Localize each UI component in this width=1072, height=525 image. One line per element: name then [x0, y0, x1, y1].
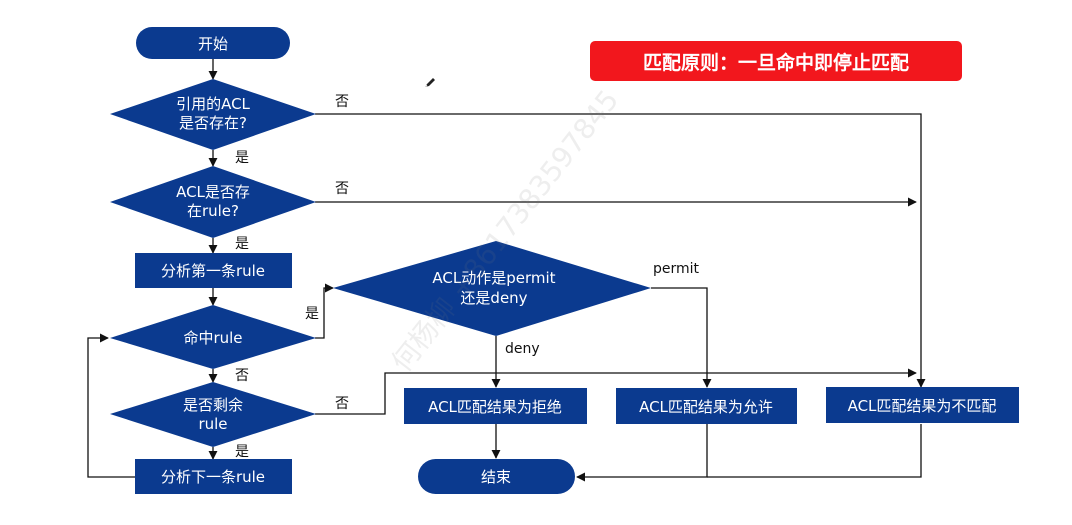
matching-rule-banner-text: 匹配原则：一旦命中即停止匹配: [642, 51, 909, 74]
label-hit-no: 否: [235, 368, 249, 384]
label-remain-yes: 是: [235, 444, 249, 460]
node-result-nomatch: ACL匹配结果为不匹配: [826, 387, 1019, 423]
node-rule-exists-line1: ACL是否存: [176, 183, 250, 201]
node-remaining: 是否剩余 rule: [110, 382, 316, 447]
node-result-permit-label: ACL匹配结果为允许: [639, 398, 773, 416]
label-rule-yes: 是: [235, 236, 249, 252]
node-analyze-next-label: 分析下一条rule: [161, 468, 265, 486]
edge-remain-no: [315, 368, 917, 415]
edge-nomatch-to-end: [707, 424, 922, 478]
node-result-deny-label: ACL匹配结果为拒绝: [428, 398, 562, 416]
node-hit-rule: 命中rule: [110, 305, 316, 369]
edge-hit-yes: [315, 283, 334, 339]
node-acl-exists-line2: 是否存在?: [179, 114, 247, 132]
node-result-permit: ACL匹配结果为允许: [616, 388, 797, 424]
node-rule-exists: ACL是否存 在rule?: [110, 166, 316, 238]
edge-labels: 否 是 否 是 是 否 否 是 permit deny: [235, 94, 700, 460]
node-start: 开始: [136, 27, 290, 59]
node-remaining-line2: rule: [198, 415, 227, 433]
node-acl-exists-line1: 引用的ACL: [176, 95, 250, 113]
label-acl-no: 否: [335, 94, 349, 110]
node-result-deny: ACL匹配结果为拒绝: [404, 388, 587, 424]
node-analyze-first-label: 分析第一条rule: [161, 262, 265, 280]
connectors: [87, 59, 926, 482]
label-hit-yes: 是: [305, 306, 319, 322]
node-remaining-line1: 是否剩余: [183, 396, 243, 414]
label-rule-no: 否: [335, 181, 349, 197]
node-action: ACL动作是permit 还是deny: [333, 241, 651, 336]
pen-cursor-icon: [425, 78, 435, 87]
node-result-nomatch-label: ACL匹配结果为不匹配: [848, 397, 997, 415]
label-remain-no: 否: [335, 396, 349, 412]
edge-permit: [651, 287, 712, 388]
label-permit: permit: [653, 261, 700, 277]
node-action-line2: 还是deny: [460, 289, 527, 307]
edge-permit-to-end: [576, 424, 708, 482]
node-analyze-next: 分析下一条rule: [135, 459, 292, 494]
edge-acl-no: [315, 113, 926, 388]
node-end: 结束: [418, 459, 575, 494]
node-rule-exists-line2: 在rule?: [187, 202, 239, 220]
node-hit-rule-label: 命中rule: [183, 329, 242, 347]
node-start-label: 开始: [198, 35, 228, 53]
node-analyze-first: 分析第一条rule: [135, 253, 292, 288]
label-acl-yes: 是: [235, 150, 249, 166]
node-action-line1: ACL动作是permit: [432, 269, 555, 287]
edge-loop-back: [87, 333, 135, 478]
matching-rule-banner: 匹配原则：一旦命中即停止匹配: [590, 41, 962, 81]
label-deny: deny: [505, 341, 540, 357]
node-end-label: 结束: [481, 468, 511, 486]
node-acl-exists: 引用的ACL 是否存在?: [110, 79, 316, 150]
